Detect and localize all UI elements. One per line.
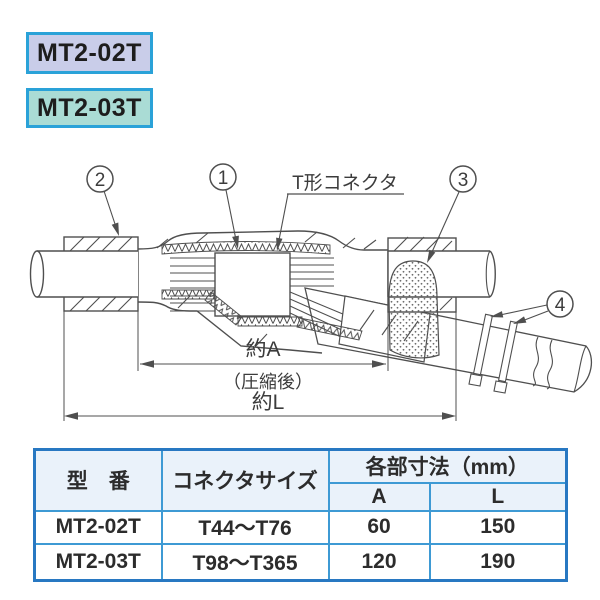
spec-table: 型 番 コネクタサイズ 各部寸法（mm） A L MT2-02T T44～T76…	[33, 448, 569, 582]
header-dim-a: A	[327, 481, 431, 512]
l-cell: 190	[428, 542, 568, 582]
a-cell: 60	[327, 509, 431, 545]
callout-2-circle	[86, 165, 114, 193]
dim-l-label: 約L	[252, 391, 285, 414]
top-serration-band	[161, 241, 331, 255]
clamp-band-2	[493, 320, 519, 394]
table-row-mt2-03t: MT2-03T T98～T365 120 190	[33, 542, 568, 582]
callout-3-circle	[449, 165, 477, 193]
callout-4-number: 4	[555, 295, 566, 316]
callout-1-number: 1	[218, 168, 229, 189]
bottom-serration-band	[161, 289, 303, 327]
dim-a-label: 約A	[245, 338, 280, 361]
header-model: 型 番	[33, 448, 163, 512]
size-cell: T98～T365	[160, 542, 330, 582]
dim-a-note: （圧縮後）	[223, 372, 313, 392]
model-badge-mt2-03t: MT2-03T	[26, 88, 153, 128]
callout-leaders	[103, 189, 549, 324]
connector-label: T形コネクタ	[292, 172, 398, 194]
dimension-l	[64, 412, 456, 420]
conductor-strands-right	[289, 257, 351, 338]
callout-3-number: 3	[458, 170, 469, 191]
callout-1-circle	[209, 163, 237, 191]
header-connector-size: コネクタサイズ	[160, 448, 330, 512]
left-cable	[29, 250, 138, 298]
header-dim-l: L	[428, 481, 568, 512]
extension-lines	[63, 311, 457, 421]
dimension-a	[140, 360, 386, 368]
callout-4-circle	[546, 290, 574, 318]
model-cell: MT2-02T	[33, 509, 163, 545]
l-cell: 150	[428, 509, 568, 545]
model-cell: MT2-03T	[33, 542, 163, 582]
table-row-mt2-02t: MT2-02T T44～T76 60 150	[33, 509, 568, 545]
clamp-band-1	[468, 313, 494, 387]
insulation-dome	[388, 260, 440, 359]
header-dimensions: 各部寸法（mm）	[327, 448, 568, 484]
a-cell: 120	[327, 542, 431, 582]
connector-technical-drawing: 2 1 3 4 T形コネクタ 約A （圧縮後） 約L	[29, 163, 593, 421]
callout-2-number: 2	[95, 170, 106, 191]
size-cell: T44～T76	[160, 509, 330, 545]
model-badge-mt2-02t: MT2-02T	[26, 32, 153, 74]
